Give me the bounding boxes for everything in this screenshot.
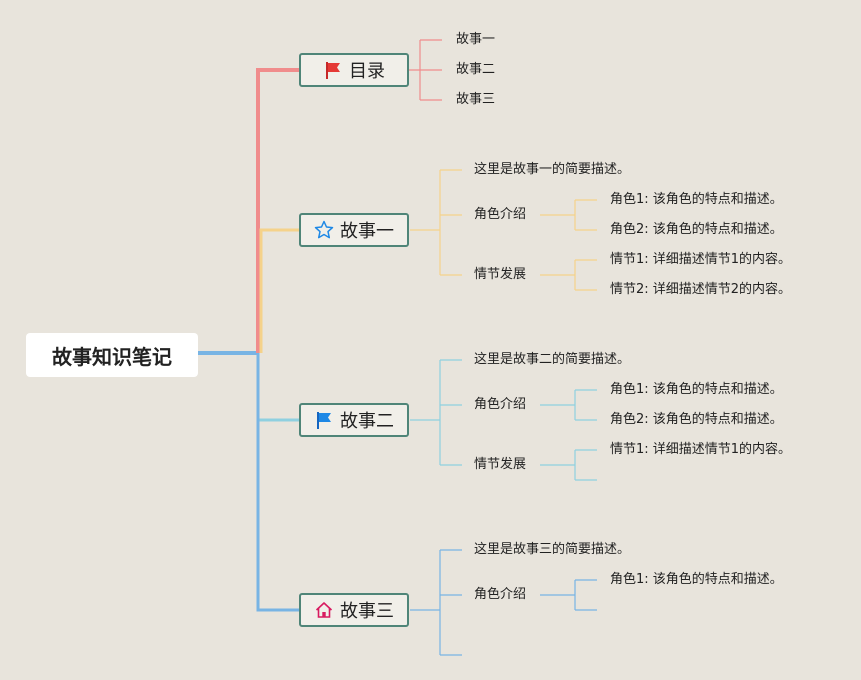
toc-item[interactable]: 故事一 xyxy=(456,32,496,47)
star-icon xyxy=(314,220,334,239)
root-title[interactable]: 故事知识笔记 xyxy=(26,333,198,377)
topic-toc[interactable]: 目录 xyxy=(299,53,409,87)
story2-plot-label[interactable]: 情节发展 xyxy=(474,457,527,472)
home-icon xyxy=(315,602,333,618)
story1-role[interactable]: 角色1: 该角色的特点和描述。 xyxy=(610,192,783,207)
blue-flag-icon xyxy=(317,412,331,429)
story1-roles-label[interactable]: 角色介绍 xyxy=(474,207,527,222)
topic-label: 故事一 xyxy=(340,221,394,242)
story1-role[interactable]: 角色2: 该角色的特点和描述。 xyxy=(610,222,783,237)
story1-plot[interactable]: 情节2: 详细描述情节2的内容。 xyxy=(610,282,792,297)
topic-label: 故事三 xyxy=(340,601,394,622)
story3-role[interactable]: 角色1: 该角色的特点和描述。 xyxy=(610,572,783,587)
story1-plot-label[interactable]: 情节发展 xyxy=(474,267,527,282)
topic-story1[interactable]: 故事一 xyxy=(299,213,409,247)
story1-desc[interactable]: 这里是故事一的简要描述。 xyxy=(474,162,631,177)
topic-label: 目录 xyxy=(349,61,385,82)
story3-desc[interactable]: 这里是故事三的简要描述。 xyxy=(474,542,631,557)
story2-roles-label[interactable]: 角色介绍 xyxy=(474,397,527,412)
story1-plot[interactable]: 情节1: 详细描述情节1的内容。 xyxy=(610,252,792,267)
red-flag-icon xyxy=(326,62,340,79)
story2-desc[interactable]: 这里是故事二的简要描述。 xyxy=(474,352,631,367)
story2-role[interactable]: 角色1: 该角色的特点和描述。 xyxy=(610,382,783,397)
toc-item[interactable]: 故事二 xyxy=(456,62,496,77)
toc-item[interactable]: 故事三 xyxy=(456,92,496,107)
topic-story3[interactable]: 故事三 xyxy=(299,593,409,627)
topic-story2[interactable]: 故事二 xyxy=(299,403,409,437)
story2-role[interactable]: 角色2: 该角色的特点和描述。 xyxy=(610,412,783,427)
topic-label: 故事二 xyxy=(340,411,394,432)
story2-plot[interactable]: 情节1: 详细描述情节1的内容。 xyxy=(610,442,792,457)
story3-roles-label[interactable]: 角色介绍 xyxy=(474,587,527,602)
